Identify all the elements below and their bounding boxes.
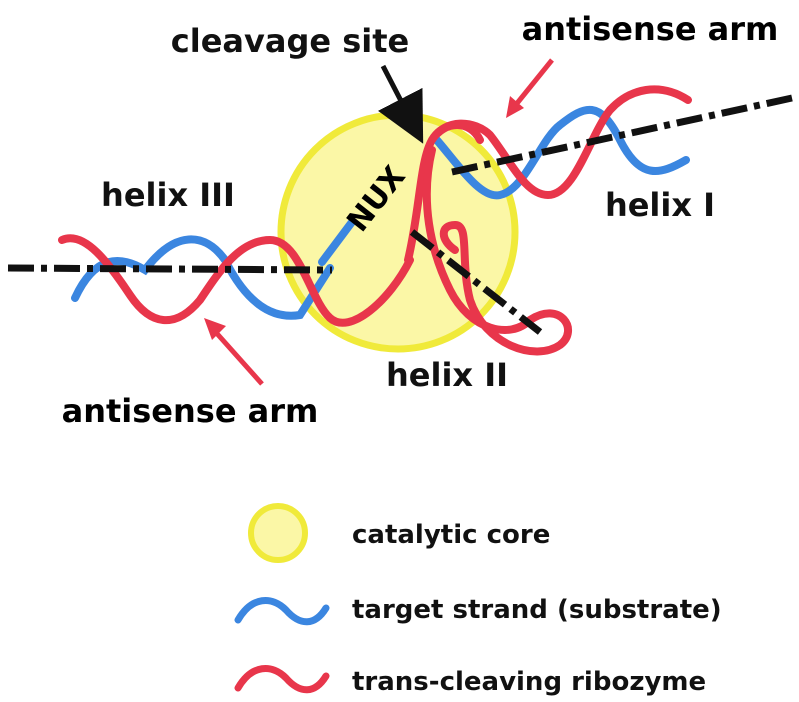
antisense-arm-bottom-arrow — [212, 328, 262, 384]
antisense-arm-bottom-label: antisense arm — [62, 392, 319, 430]
cleavage-site-label: cleavage site — [171, 22, 409, 60]
yellow-circle-icon — [251, 506, 305, 560]
antisense-arm-top-label: antisense arm — [522, 10, 779, 48]
legend-label-ribozyme: trans-cleaving ribozyme — [352, 667, 706, 697]
helix-2-label: helix II — [386, 356, 508, 394]
helix-1-label: helix I — [605, 186, 715, 224]
legend-label-catalytic-core: catalytic core — [352, 520, 550, 550]
legend: catalytic core target strand (substrate)… — [238, 506, 722, 697]
red-wave-icon — [238, 669, 326, 690]
legend-label-target-strand: target strand (substrate) — [352, 595, 722, 625]
blue-wave-icon — [238, 601, 326, 622]
helix-3-label: helix III — [101, 176, 235, 214]
helix-1-axis — [452, 98, 792, 172]
